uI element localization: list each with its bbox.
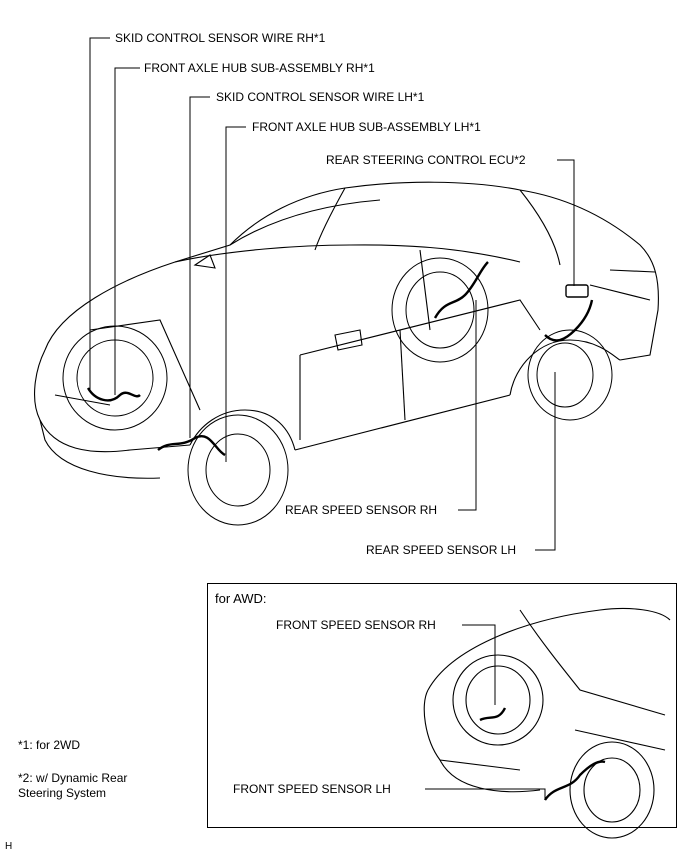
label-front-axle-hub-rh: FRONT AXLE HUB SUB-ASSEMBLY RH*1	[144, 61, 375, 75]
awd-car	[423, 607, 671, 839]
label-front-axle-hub-lh: FRONT AXLE HUB SUB-ASSEMBLY LH*1	[252, 120, 481, 134]
label-front-speed-sensor-lh: FRONT SPEED SENSOR LH	[233, 782, 391, 796]
wheel-rear-right	[391, 257, 489, 363]
car-body	[34, 181, 659, 479]
wheel-front-left	[187, 414, 289, 526]
label-rear-speed-sensor-lh: REAR SPEED SENSOR LH	[366, 543, 517, 557]
label-front-speed-sensor-rh: FRONT SPEED SENSOR RH	[276, 618, 436, 632]
figure-code: H	[5, 841, 13, 852]
awd-inset-box	[207, 583, 677, 828]
awd-title: for AWD:	[215, 591, 267, 606]
leader-lines	[89, 37, 575, 800]
label-skid-control-sensor-wire-rh: SKID CONTROL SENSOR WIRE RH*1	[115, 31, 326, 45]
note-1: *1: for 2WD	[18, 738, 81, 752]
label-rear-steering-control-ecu: REAR STEERING CONTROL ECU*2	[326, 153, 526, 167]
wheel-rear-left	[527, 329, 613, 421]
note-2-line2: Steering System	[18, 786, 107, 800]
note-2-line1: *2: w/ Dynamic Rear	[18, 771, 128, 785]
label-rear-speed-sensor-rh: REAR SPEED SENSOR RH	[285, 503, 438, 517]
rear-steering-ecu	[565, 284, 589, 298]
label-skid-control-sensor-wire-lh: SKID CONTROL SENSOR WIRE LH*1	[216, 90, 425, 104]
